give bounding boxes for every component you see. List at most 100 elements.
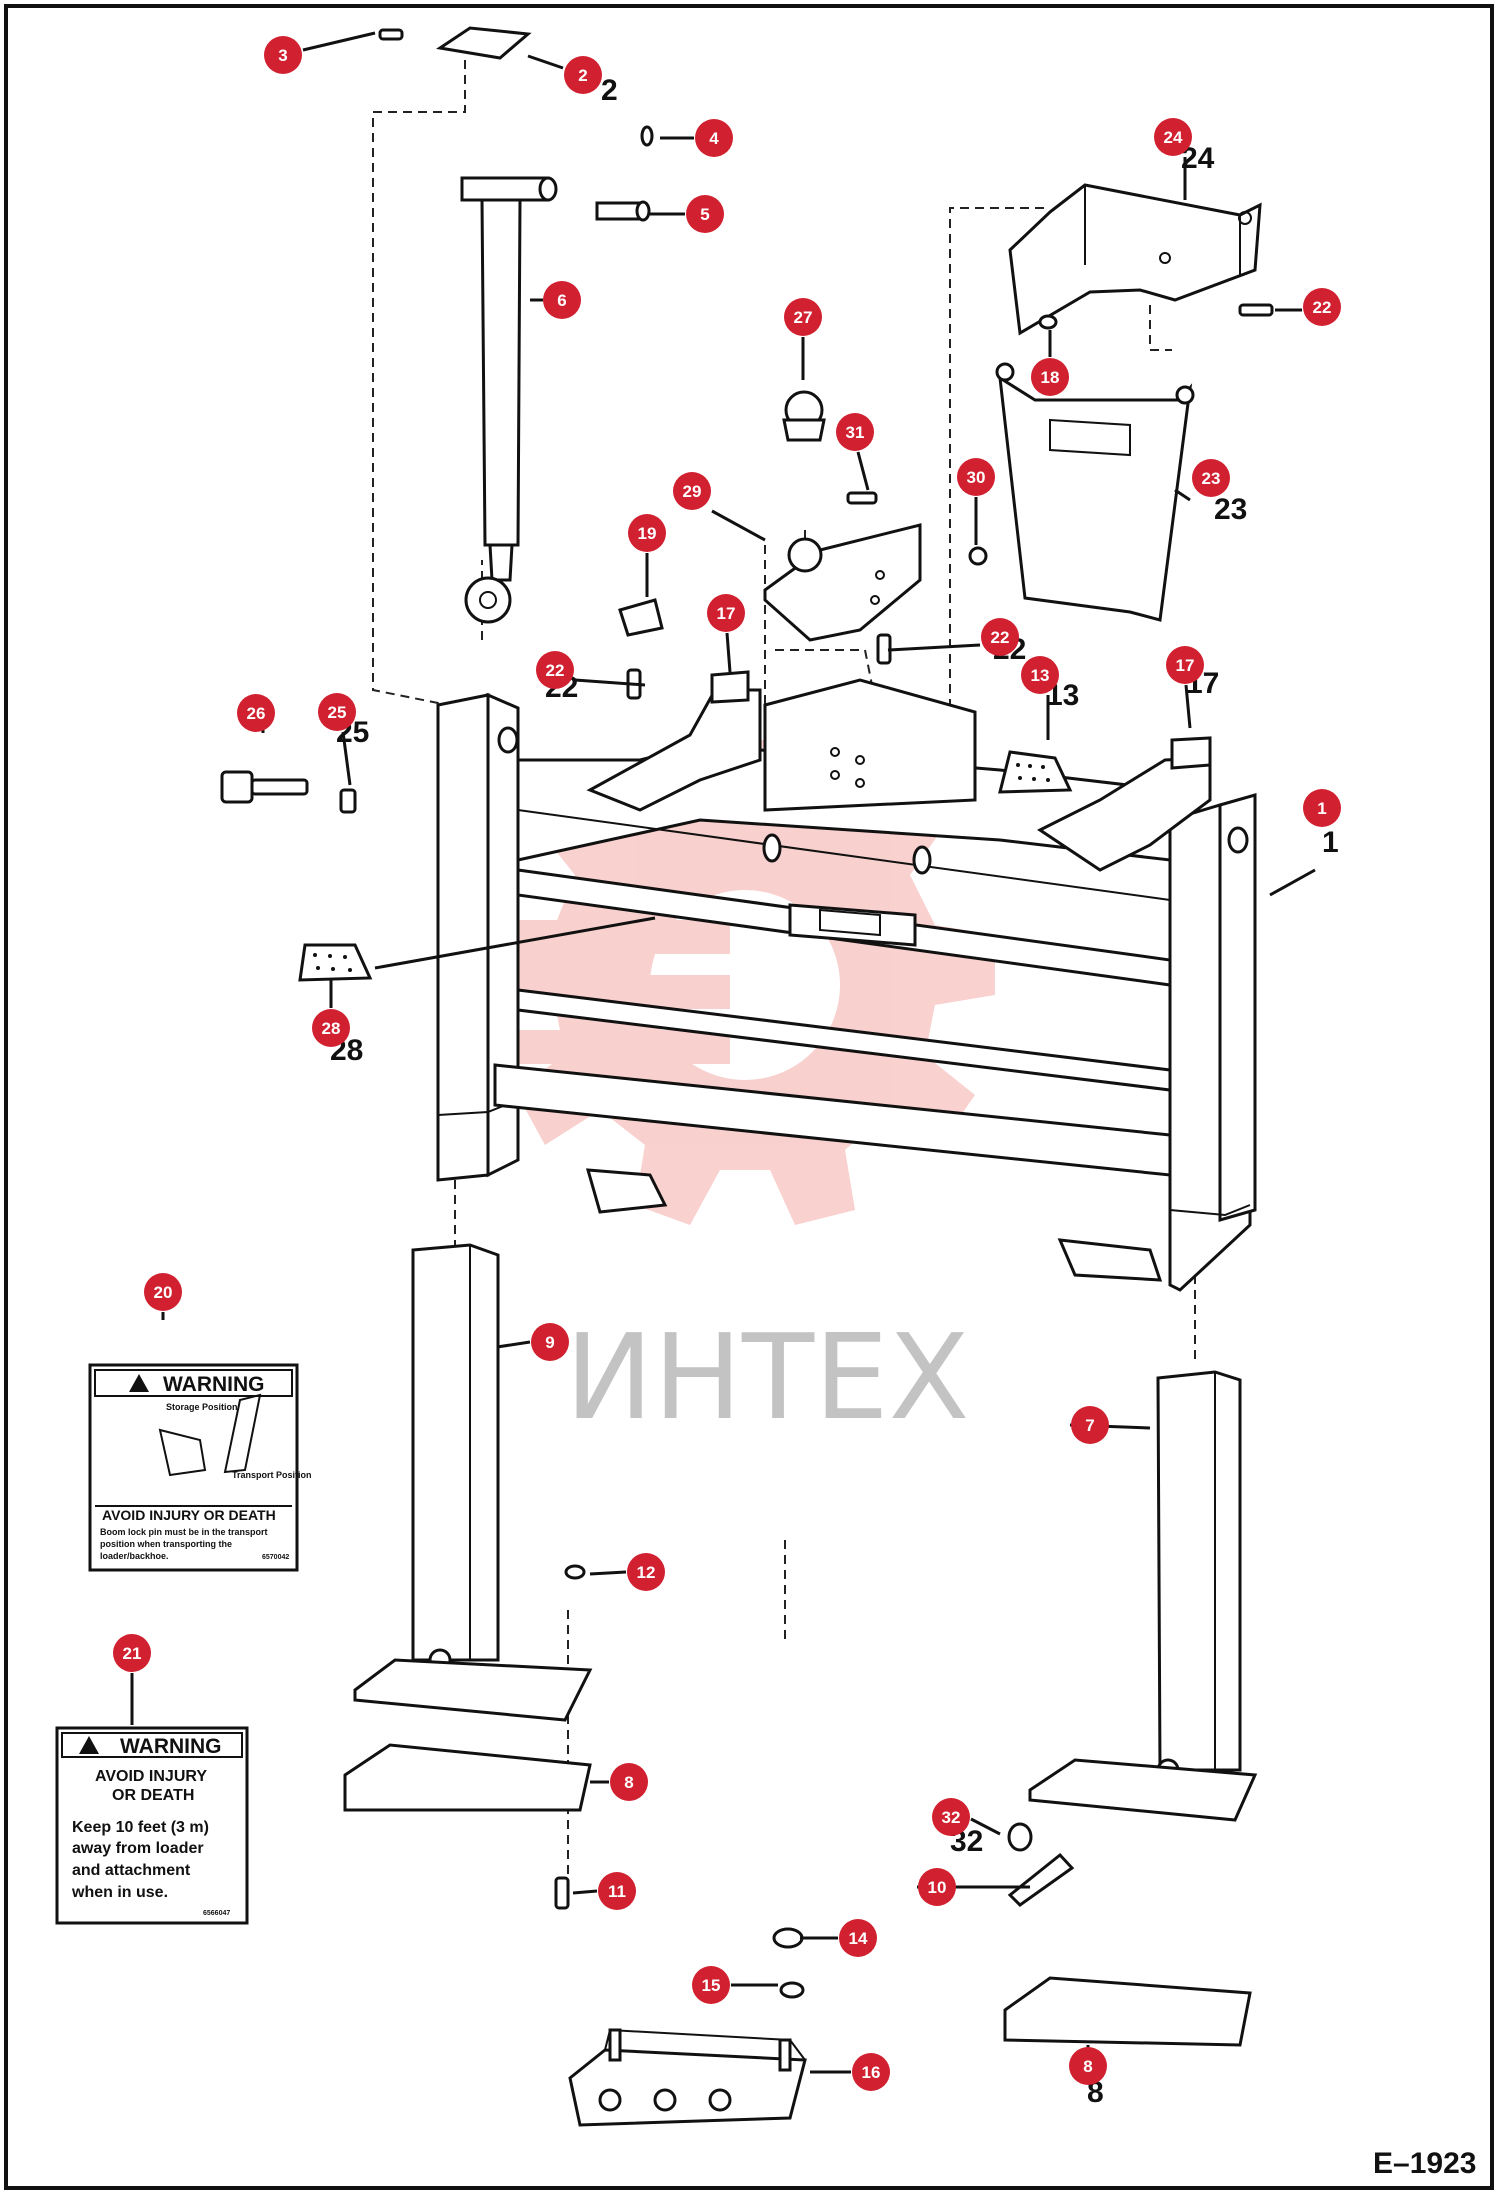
callout-circle — [784, 298, 822, 336]
callout-marker-4: 4 — [695, 119, 733, 157]
bolt-part-26 — [220, 770, 309, 804]
callout-number: 31 — [846, 423, 865, 442]
callout-number: 25 — [328, 703, 347, 722]
watermark-text: ИНТЕХ — [565, 1308, 969, 1446]
callout-circle — [627, 1553, 665, 1591]
callout-marker-11: 11 — [598, 1872, 636, 1910]
cylinder-part-6 — [460, 176, 558, 624]
callout-circle — [932, 1798, 970, 1836]
callout-number: 15 — [702, 1976, 721, 1995]
callout-marker-30: 30 — [957, 458, 995, 496]
foot-plate-part-8-left — [343, 1743, 592, 1812]
callout-number: 14 — [849, 1929, 868, 1948]
callout-circle — [531, 1323, 569, 1361]
callout-circle — [543, 281, 581, 319]
decal-21-line-3: and attachment — [72, 1862, 191, 1879]
pad-part-13 — [998, 750, 1073, 794]
callout-marker-31: 31 — [836, 413, 874, 451]
callout-marker-29: 29 — [673, 472, 711, 510]
decal-20-title: AVOID INJURY OR DEATH — [102, 1507, 276, 1523]
bolt-part-11 — [554, 1876, 570, 1910]
callout-circle — [981, 618, 1019, 656]
leader-line — [341, 731, 352, 786]
callout-circle — [1154, 118, 1192, 156]
callout-number: 20 — [154, 1283, 173, 1302]
callout-number: 1 — [1317, 799, 1326, 818]
decal-20-line-1: Boom lock pin must be in the transport — [100, 1527, 268, 1537]
callout-markers: 1234567889101112131415161717181920212222… — [113, 36, 1341, 2091]
callout-circle — [839, 1919, 877, 1957]
leader-line — [856, 451, 870, 491]
callout-circle — [1069, 2047, 1107, 2085]
callout-marker-17: 17 — [1166, 646, 1204, 684]
callout-circle — [312, 1009, 350, 1047]
callout-number: 29 — [683, 482, 702, 501]
callout-number: 13 — [1031, 666, 1050, 685]
callout-circle — [1021, 656, 1059, 694]
callout-marker-2: 2 — [564, 56, 602, 94]
callout-circle — [836, 413, 874, 451]
leader-line — [574, 678, 646, 687]
callout-circle — [598, 1872, 636, 1910]
callout-marker-9: 9 — [531, 1323, 569, 1361]
bolt-part-3 — [378, 28, 404, 41]
decal-21-title-2: OR DEATH — [112, 1787, 194, 1804]
callout-circle — [695, 119, 733, 157]
callout-number: 2 — [578, 66, 587, 85]
callout-marker-20: 20 — [144, 1273, 182, 1311]
leg-part-7 — [1028, 1370, 1258, 1822]
clamp-block-part-16 — [568, 2028, 807, 2127]
leader-line — [711, 509, 766, 542]
callout-circle — [628, 514, 666, 552]
hitch-ball-part-27 — [782, 390, 826, 442]
callout-number: 22 — [991, 628, 1010, 647]
callout-marker-27: 27 — [784, 298, 822, 336]
decal-21-header: WARNING — [120, 1735, 222, 1758]
leader-line — [887, 643, 981, 652]
leader-line — [970, 1817, 1001, 1836]
callout-marker-12: 12 — [627, 1553, 665, 1591]
washer-part-12 — [564, 1564, 586, 1580]
callout-number: 12 — [637, 1563, 656, 1582]
leg-part-9 — [353, 1243, 593, 1722]
callout-marker-22: 22 — [536, 651, 574, 689]
callout-marker-21: 21 — [113, 1634, 151, 1672]
callout-number: 22 — [1313, 298, 1332, 317]
callout-number: 30 — [967, 468, 986, 487]
bolt-part-22-cover — [1238, 303, 1274, 317]
callout-circle — [1166, 646, 1204, 684]
washer-part-15 — [779, 1981, 805, 1999]
shield-part-23 — [995, 362, 1195, 622]
callout-circle — [1071, 1406, 1109, 1444]
pad-part-28 — [298, 916, 656, 982]
cap-plate-part-2 — [436, 26, 532, 60]
page-border — [4, 4, 1494, 2190]
callout-number: 11 — [608, 1882, 626, 1901]
callout-circle — [1192, 459, 1230, 497]
callout-marker-13: 13 — [1021, 656, 1059, 694]
pin-part-10 — [1007, 1852, 1075, 1907]
callout-number: 16 — [862, 2063, 881, 2082]
printed-part-number: 1 — [1322, 826, 1339, 859]
leader-line — [572, 1889, 598, 1895]
decal-21-code: 6566047 — [203, 1910, 230, 1917]
callout-circle — [686, 195, 724, 233]
figure-code: E–1923 — [1373, 2147, 1476, 2180]
leader-line — [1269, 868, 1316, 897]
callout-circle — [1303, 288, 1341, 326]
callout-marker-15: 15 — [692, 1966, 730, 2004]
callout-circle — [610, 1763, 648, 1801]
callout-marker-24: 24 — [1154, 118, 1192, 156]
callout-number: 21 — [123, 1644, 142, 1663]
foot-plate-part-8-right — [1003, 1976, 1252, 2047]
callout-marker-14: 14 — [839, 1919, 877, 1957]
callout-number: 7 — [1085, 1416, 1094, 1435]
nut-part-25 — [339, 788, 357, 814]
washer-part-32 — [1007, 1822, 1033, 1852]
callout-number: 17 — [1176, 656, 1195, 675]
callout-circle — [144, 1273, 182, 1311]
callout-number: 10 — [928, 1878, 947, 1897]
warning-decal-distance-part-21: WARNING AVOID INJURY OR DEATH Keep 10 fe… — [55, 1726, 249, 1925]
main-frame-part-1 — [436, 670, 1257, 1292]
decal-20-code: 6570042 — [262, 1554, 289, 1561]
